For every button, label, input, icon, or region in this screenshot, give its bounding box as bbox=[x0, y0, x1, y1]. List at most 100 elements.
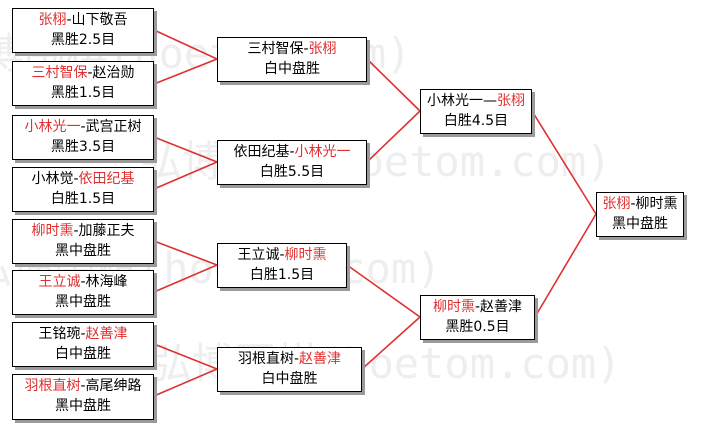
separator: - bbox=[293, 351, 300, 367]
match-players: 小林光一-武宫正树 bbox=[13, 117, 153, 137]
winner-name: 依田纪基 bbox=[78, 171, 135, 187]
player-name: 加藤正夫 bbox=[78, 223, 135, 239]
match-result: 黑中盘胜 bbox=[612, 216, 668, 232]
connector-m4-q2 bbox=[153, 161, 218, 190]
separator: - bbox=[474, 299, 481, 315]
winner-name: 小林光一 bbox=[294, 144, 351, 160]
connector-m8-q4 bbox=[153, 368, 218, 397]
player-name: 王立诚 bbox=[237, 247, 280, 263]
player-name: 山下敬吾 bbox=[71, 12, 128, 28]
separator: - bbox=[80, 326, 86, 342]
match-players: 三村智保-张栩 bbox=[218, 39, 366, 59]
winner-name: 赵善津 bbox=[299, 351, 342, 367]
separator: - bbox=[279, 247, 285, 263]
match-round2-3: 王立诚-柳时熏 白胜1.5目 bbox=[217, 243, 347, 288]
player-name: 三村智保 bbox=[247, 41, 304, 57]
winner-name: 张栩 bbox=[602, 196, 631, 212]
connector-m7-q4 bbox=[153, 343, 218, 370]
connector-m6-q3 bbox=[153, 264, 218, 293]
separator: - bbox=[80, 378, 86, 394]
match-result: 黑胜3.5目 bbox=[50, 139, 116, 155]
match-players: 羽根直树-赵善津 bbox=[218, 349, 361, 369]
connector-m3-q2 bbox=[153, 136, 218, 163]
connector-s2-f1 bbox=[534, 213, 597, 318]
match-round2-1: 三村智保-张栩 白中盘胜 bbox=[217, 37, 367, 82]
winner-name: 三村智保 bbox=[31, 65, 88, 81]
match-players: 王立诚-柳时熏 bbox=[218, 245, 346, 265]
separator: - bbox=[80, 119, 86, 135]
separator: - bbox=[80, 274, 86, 290]
match-round1-8: 羽根直树-高尾绅路 黑中盘胜 bbox=[12, 374, 154, 420]
separator: - bbox=[87, 65, 93, 81]
match-result: 白胜5.5目 bbox=[259, 164, 325, 180]
player-name: 高尾绅路 bbox=[85, 378, 142, 394]
winner-name: 张栩 bbox=[38, 12, 67, 28]
match-players: 柳时熏-赵善津 bbox=[421, 297, 534, 317]
match-players: 张栩-柳时熏 bbox=[597, 194, 683, 214]
match-players: 王立诚-林海峰 bbox=[13, 272, 153, 292]
match-result: 白中盘胜 bbox=[261, 371, 318, 387]
match-players: 柳时熏-加藤正夫 bbox=[13, 221, 153, 241]
match-result: 黑中盘胜 bbox=[55, 398, 111, 414]
match-round1-6: 王立诚-林海峰 黑中盘胜 bbox=[12, 270, 154, 315]
winner-name: 小林光一 bbox=[24, 119, 81, 135]
match-semifinal-1: 小林光一—张栩 白胜4.5目 bbox=[420, 89, 532, 134]
match-result: 黑胜0.5目 bbox=[445, 319, 510, 335]
match-final: 张栩-柳时熏 黑中盘胜 bbox=[596, 192, 684, 237]
connector-q1-s1 bbox=[366, 58, 421, 112]
player-name: 柳时熏 bbox=[635, 196, 678, 212]
match-players: 小林觉-依田纪基 bbox=[13, 169, 153, 189]
match-result: 黑中盘胜 bbox=[55, 243, 111, 259]
connector-m5-q3 bbox=[153, 240, 218, 266]
player-name: 小林觉 bbox=[31, 171, 74, 187]
separator: — bbox=[483, 93, 497, 109]
winner-name: 张栩 bbox=[497, 93, 525, 109]
connector-q4-s2 bbox=[361, 316, 421, 370]
winner-name: 柳时熏 bbox=[432, 299, 475, 315]
match-round2-4: 羽根直树-赵善津 白中盘胜 bbox=[217, 347, 362, 392]
winner-name: 柳时熏 bbox=[31, 223, 74, 239]
connector-m2-q1 bbox=[153, 58, 218, 85]
separator: - bbox=[303, 41, 309, 57]
match-players: 王铭琬-赵善津 bbox=[13, 324, 153, 344]
separator: - bbox=[73, 223, 79, 239]
match-semifinal-2: 柳时熏-赵善津 黑胜0.5目 bbox=[420, 295, 535, 340]
connector-q3-s2 bbox=[346, 264, 421, 318]
match-round1-5: 柳时熏-加藤正夫 黑中盘胜 bbox=[12, 219, 154, 264]
separator: - bbox=[289, 144, 295, 160]
connector-q2-s1 bbox=[366, 110, 421, 163]
match-round1-1: 张栩-山下敬吾 黑胜2.5目 bbox=[12, 8, 154, 53]
player-name: 赵治勋 bbox=[92, 65, 135, 81]
player-name: 武宫正树 bbox=[85, 119, 142, 135]
player-name: 依田纪基 bbox=[233, 144, 290, 160]
match-result: 白胜4.5目 bbox=[443, 113, 509, 129]
match-round2-2: 依田纪基-小林光一 白胜5.5目 bbox=[217, 140, 367, 185]
player-name: 王铭琬 bbox=[38, 326, 81, 342]
winner-name: 羽根直树 bbox=[24, 378, 81, 394]
match-round1-4: 小林觉-依田纪基 白胜1.5目 bbox=[12, 167, 154, 212]
separator: - bbox=[630, 196, 636, 212]
match-result: 白胜1.5目 bbox=[249, 267, 315, 283]
winner-name: 张栩 bbox=[308, 41, 337, 57]
connector-m1-q1 bbox=[153, 29, 218, 60]
match-round1-2: 三村智保-赵治勋 黑胜1.5目 bbox=[12, 61, 154, 106]
match-round1-7: 王铭琬-赵善津 白中盘胜 bbox=[12, 322, 154, 367]
winner-name: 柳时熏 bbox=[284, 247, 327, 263]
connector-s1-f1 bbox=[531, 110, 597, 215]
winner-name: 王立诚 bbox=[38, 274, 81, 290]
match-players: 三村智保-赵治勋 bbox=[13, 63, 153, 83]
separator: - bbox=[73, 171, 79, 187]
match-players: 张栩-山下敬吾 bbox=[13, 10, 153, 30]
match-result: 黑胜1.5目 bbox=[50, 85, 116, 101]
match-result: 白中盘胜 bbox=[264, 61, 320, 77]
match-players: 羽根直树-高尾绅路 bbox=[13, 376, 153, 396]
separator: - bbox=[66, 12, 72, 28]
match-result: 白中盘胜 bbox=[55, 346, 111, 362]
match-result: 白胜1.5目 bbox=[50, 191, 116, 207]
player-name: 林海峰 bbox=[85, 274, 128, 290]
match-result: 黑中盘胜 bbox=[55, 294, 111, 310]
player-name: 小林光一 bbox=[427, 93, 483, 109]
match-result: 黑胜2.5目 bbox=[50, 32, 116, 48]
match-players: 依田纪基-小林光一 bbox=[218, 142, 366, 162]
